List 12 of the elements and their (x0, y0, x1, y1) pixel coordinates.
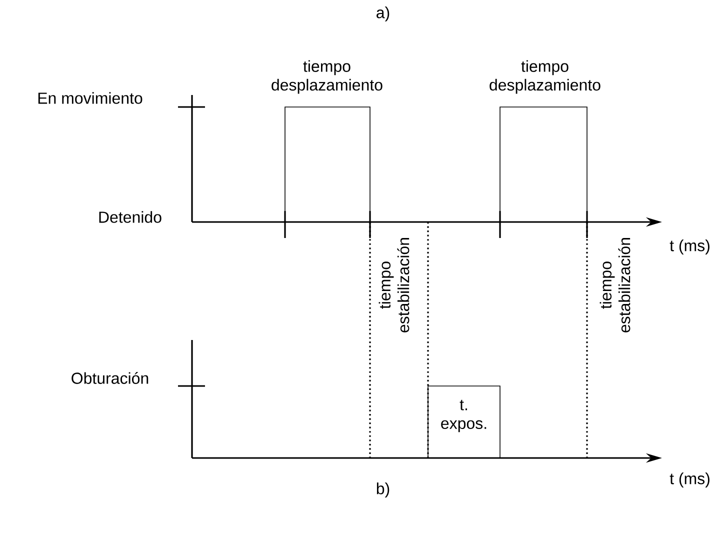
panel-label: a) (376, 6, 390, 22)
axis-title: t (ms) (670, 472, 710, 488)
axis-title: t (ms) (670, 240, 710, 254)
annotation-text: tiempo estabilización (600, 238, 630, 332)
annotation-text: tiempo desplazamiento (272, 60, 382, 94)
panel-label: b) (376, 482, 390, 498)
axis-level-label: Detenido (99, 211, 162, 223)
axis-level-label: En movimiento (38, 92, 142, 104)
annotation-text: tiempo estabilización (378, 238, 410, 332)
annotation-text: tiempo desplazamiento (490, 60, 600, 94)
axis-level-label: Obturación (72, 372, 148, 384)
annotation-text: t. expos. (441, 400, 486, 432)
